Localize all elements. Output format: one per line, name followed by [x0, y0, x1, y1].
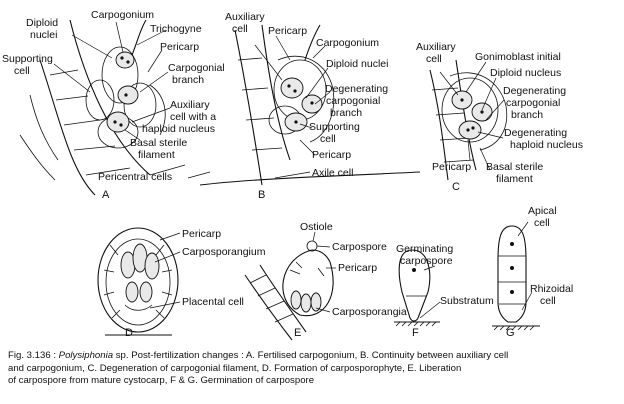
panel-f: Germinating carpospore Substratum F	[394, 243, 494, 339]
label-a-basal-sterile-1: Basal sterile	[130, 137, 187, 149]
label-a-supporting-cell-1: Supporting	[2, 53, 53, 65]
label-b-auxiliary-cell-2: cell	[232, 23, 248, 35]
panel-e: Ostiole Carpospore Pericarp Carposporang…	[244, 221, 407, 341]
label-c-diploid-nucleus: Diploid nucleus	[490, 67, 561, 79]
panel-letter-e: E	[294, 327, 301, 339]
label-a-diploid-nuclei-1: Diploid	[26, 17, 58, 29]
label-a-carpogonial-branch-2: branch	[172, 74, 204, 86]
label-d-carposporangium: Carposporangium	[182, 246, 266, 258]
label-b-pericarp-lower: Pericarp	[312, 149, 351, 161]
figure-drawing: Diploid nuclei Carpogonium Trichogyne Pe…	[2, 9, 583, 341]
label-e-pericarp: Pericarp	[338, 262, 377, 274]
label-a-pericarp: Pericarp	[160, 41, 199, 53]
label-f-substratum: Substratum	[440, 295, 494, 307]
label-b-axile-cell: Axile cell	[312, 167, 353, 179]
panel-a: Diploid nuclei Carpogonium Trichogyne Pe…	[2, 9, 225, 201]
label-c-degenerating-3: branch	[511, 109, 543, 121]
label-a-basal-sterile-2: filament	[138, 149, 175, 161]
panel-b-leader-lines	[254, 35, 331, 179]
label-a-carpogonial-branch-1: Carpogonial	[168, 62, 225, 74]
caption-line-2: and carpogonium, C. Degeneration of carp…	[8, 362, 462, 374]
label-f-germinating-2: carpospore	[400, 255, 453, 267]
label-b-carpogonium: Carpogonium	[316, 37, 379, 49]
panel-d-drawing	[97, 227, 179, 336]
label-g-rhizoidal-cell-1: Rhizoidal	[530, 283, 573, 295]
label-c-degenerating-haploid-1: Degenerating	[504, 127, 567, 139]
label-e-carposporangia: Carposporangia	[332, 306, 407, 318]
label-c-degenerating-2: carpogonial	[506, 97, 560, 109]
panel-letter-b: B	[258, 189, 265, 201]
label-c-auxiliary-cell-2: cell	[426, 53, 442, 65]
label-a-auxiliary-cell-2: cell with a	[170, 111, 216, 123]
label-e-carpospore: Carpospore	[332, 241, 387, 253]
panel-letter-f: F	[412, 327, 419, 339]
label-b-degenerating-2: carpogonial	[326, 95, 380, 107]
panel-a-drawing	[19, 19, 166, 196]
panel-c-drawing	[429, 59, 508, 181]
caption-line-1-text: sp. Post-fertilization changes : A. Fert…	[115, 350, 509, 361]
label-b-auxiliary-cell-1: Auxiliary	[225, 11, 265, 23]
panel-c-leader-lines	[439, 61, 505, 171]
label-d-placental-cell: Placental cell	[182, 296, 244, 308]
label-a-auxiliary-cell-1: Auxiliary	[170, 99, 210, 111]
caption-genus: Polysiphonia	[58, 350, 114, 361]
label-g-rhizoidal-cell-2: cell	[540, 295, 556, 307]
caption-line-1: Fig. 3.136 : Polysiphonia sp. Post-ferti…	[8, 350, 616, 363]
label-a-diploid-nuclei-2: nuclei	[30, 29, 57, 41]
label-g-apical-cell-2: cell	[534, 217, 550, 229]
label-e-ostiole: Ostiole	[300, 221, 333, 233]
panel-d-leader-lines	[149, 232, 181, 309]
panel-f-leader-lines	[419, 265, 441, 319]
label-c-auxiliary-cell-1: Auxiliary	[416, 41, 456, 53]
label-c-basal-sterile-2: filament	[496, 173, 533, 185]
label-g-apical-cell-1: Apical	[528, 205, 557, 217]
caption-fig-number: Fig. 3.136 :	[8, 350, 56, 361]
panel-e-leader-lines	[312, 231, 336, 313]
label-a-trichogyne: Trichogyne	[150, 23, 202, 35]
label-b-diploid-nuclei: Diploid nuclei	[326, 58, 388, 70]
label-d-pericarp: Pericarp	[182, 228, 221, 240]
panel-d: Pericarp Carposporangium Placental cell …	[97, 227, 266, 339]
label-b-degenerating-1: Degenerating	[325, 83, 388, 95]
label-a-auxiliary-cell-3: haploid nucleus	[142, 123, 215, 135]
panel-letter-a: A	[102, 189, 110, 201]
label-c-degenerating-haploid-2: haploid nucleus	[510, 139, 583, 151]
panel-g-drawing	[492, 225, 540, 331]
label-a-supporting-cell-2: cell	[14, 65, 30, 77]
label-c-basal-sterile-1: Basal sterile	[486, 161, 543, 173]
label-a-pericentral-cells: Pericentral cells	[98, 171, 172, 183]
panel-c: Auxiliary cell Gonimoblast initial Diplo…	[416, 41, 583, 193]
panel-b: Auxiliary cell Pericarp Carpogonium Dipl…	[199, 11, 421, 201]
panel-letter-c: C	[452, 181, 460, 193]
panel-a-leader-lines	[53, 21, 211, 179]
panel-letter-g: G	[506, 327, 515, 339]
label-c-pericarp: Pericarp	[432, 161, 471, 173]
panel-g-leader-lines	[517, 221, 533, 311]
label-c-gonimoblast-initial: Gonimoblast initial	[475, 51, 561, 63]
label-c-degenerating-1: Degenerating	[503, 85, 566, 97]
figure-caption: Fig. 3.136 : Polysiphonia sp. Post-ferti…	[8, 350, 616, 388]
panel-letter-d: D	[125, 327, 133, 339]
label-b-supporting-cell-1: Supporting	[309, 121, 360, 133]
panel-b-drawing	[199, 24, 421, 186]
label-f-germinating-1: Germinating	[396, 243, 453, 255]
panel-f-drawing	[394, 249, 440, 327]
label-a-carpogonium: Carpogonium	[91, 9, 154, 21]
panel-g: Apical cell Rhizoidal cell G	[492, 205, 573, 339]
caption-line-3: of carpospore from mature cystocarp, F &…	[8, 375, 315, 387]
label-b-degenerating-3: branch	[330, 107, 362, 119]
label-b-pericarp: Pericarp	[268, 25, 307, 37]
label-b-supporting-cell-2: cell	[320, 133, 336, 145]
